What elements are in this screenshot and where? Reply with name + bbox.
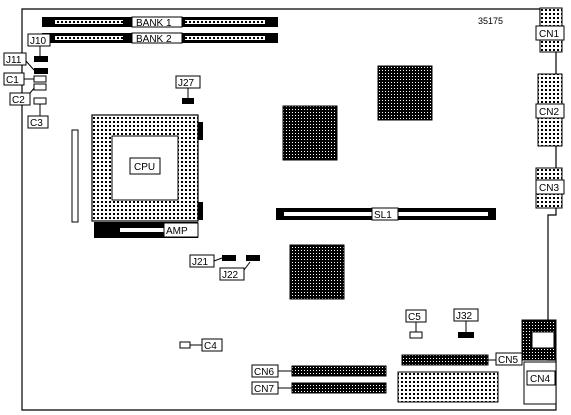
c5-label: C5 bbox=[408, 312, 421, 323]
memory-bank-2: BANK 2 bbox=[42, 32, 278, 45]
j32-label: J32 bbox=[456, 311, 473, 322]
connector-cn7: CN7 bbox=[251, 381, 387, 395]
jumper-j27: J27 bbox=[175, 75, 201, 104]
amp-connector: AMP bbox=[94, 222, 199, 238]
memory-bank-1: BANK 1 bbox=[42, 16, 278, 29]
cn6-label: CN6 bbox=[254, 367, 274, 378]
sl1-label: SL1 bbox=[374, 210, 392, 221]
jumper-j11: J11 bbox=[3, 52, 48, 74]
cn2-label: CN2 bbox=[539, 107, 559, 118]
cn4-label: CN4 bbox=[530, 374, 550, 385]
connector-side-block bbox=[521, 319, 557, 361]
connector-cn2: CN2 bbox=[535, 73, 565, 147]
connector-cn5: CN5 bbox=[397, 352, 523, 403]
chip-top-right bbox=[377, 65, 433, 121]
capacitor-c2: C2 bbox=[9, 83, 47, 106]
j11-label: J11 bbox=[6, 55, 22, 66]
connector-cn4: CN4 bbox=[523, 361, 557, 405]
connector-cn1: CN1 bbox=[535, 7, 565, 53]
jumper-j21: J21 bbox=[189, 254, 236, 268]
slot-sl1: SL1 bbox=[276, 207, 496, 221]
cn7-label: CN7 bbox=[254, 384, 274, 395]
cpu-socket: CPU bbox=[71, 114, 203, 223]
chip-middle bbox=[282, 105, 338, 161]
capacitor-c4: C4 bbox=[179, 338, 223, 352]
j21-label: J21 bbox=[192, 257, 209, 268]
chip-bottom bbox=[289, 244, 345, 300]
jumper-j10: J10 bbox=[27, 33, 51, 62]
cpu-label: CPU bbox=[134, 162, 155, 173]
capacitor-c1: C1 bbox=[3, 72, 47, 86]
c4-label: C4 bbox=[204, 341, 217, 352]
c1-label: C1 bbox=[6, 75, 19, 86]
j22-label: J22 bbox=[222, 270, 239, 281]
cn1-label: CN1 bbox=[539, 29, 559, 40]
j10-label: J10 bbox=[30, 36, 47, 47]
connector-cn3: CN3 bbox=[535, 167, 565, 209]
bank-1-label: BANK 1 bbox=[136, 18, 172, 29]
jumper-j32: J32 bbox=[453, 308, 479, 338]
cn3-label: CN3 bbox=[539, 183, 559, 194]
jumper-j22: J22 bbox=[219, 255, 260, 281]
cn5-label: CN5 bbox=[498, 355, 518, 366]
capacitor-c5: C5 bbox=[405, 309, 427, 339]
c2-label: C2 bbox=[12, 95, 25, 106]
amp-label: AMP bbox=[166, 226, 188, 237]
c3-label: C3 bbox=[30, 118, 43, 129]
part-number: 35175 bbox=[478, 16, 503, 26]
j27-label: J27 bbox=[178, 78, 195, 89]
bank-2-label: BANK 2 bbox=[136, 34, 172, 45]
connector-cn6: CN6 bbox=[251, 364, 387, 378]
capacitor-c3: C3 bbox=[27, 97, 49, 129]
